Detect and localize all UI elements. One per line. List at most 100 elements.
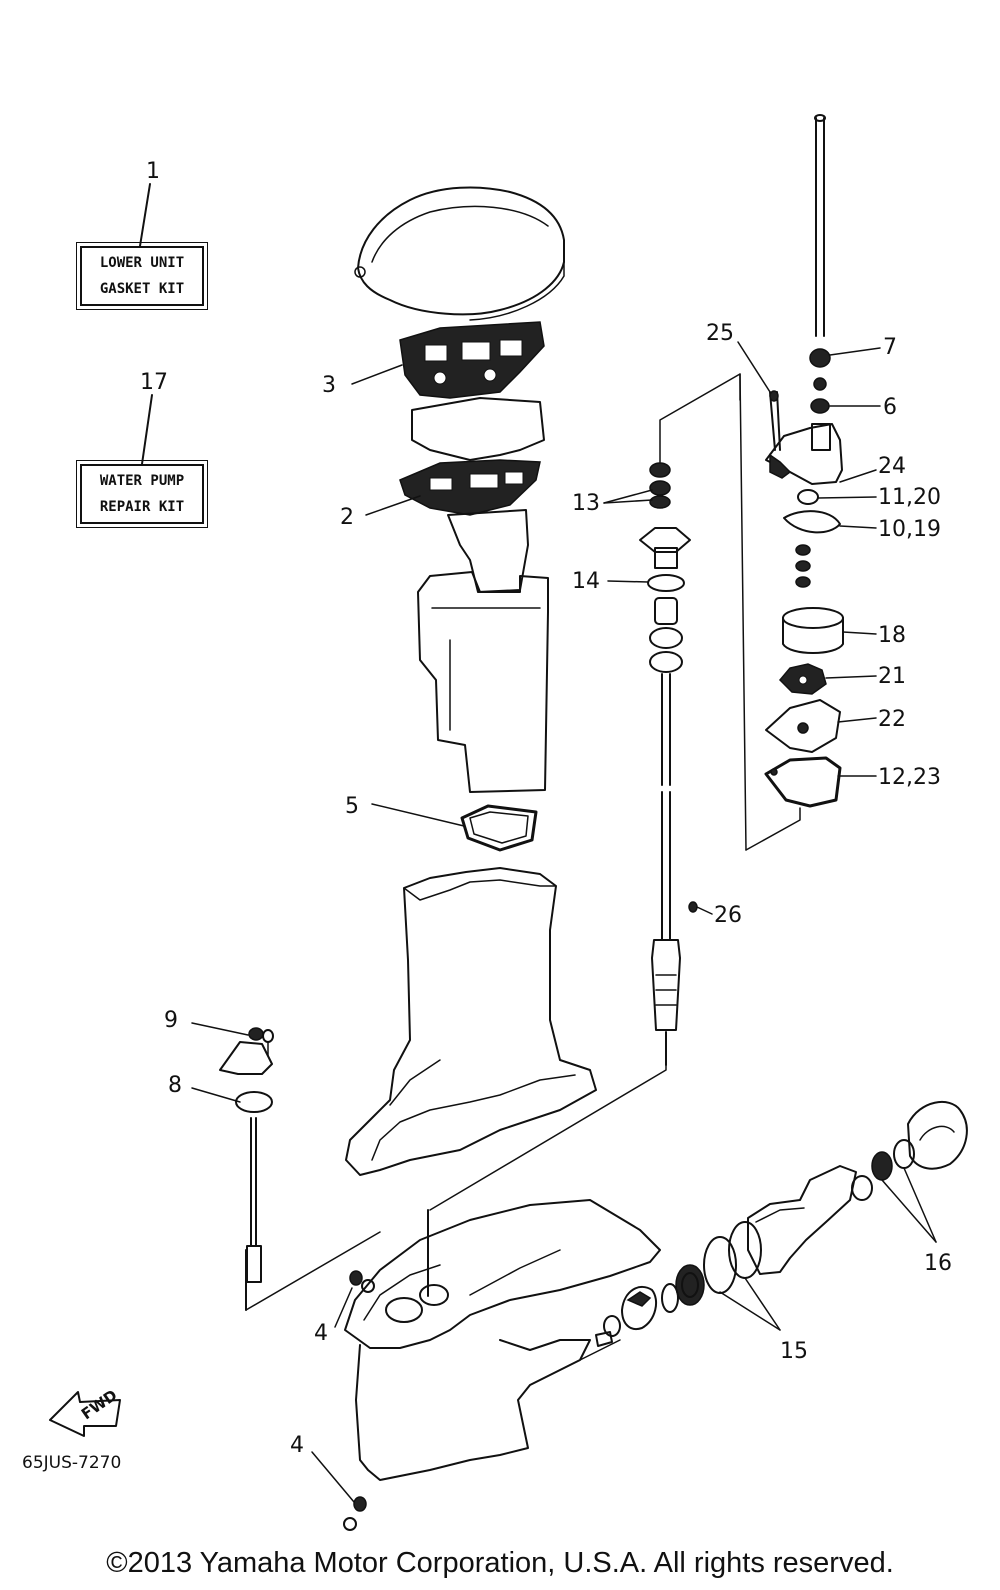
- callout-22: 22: [878, 707, 906, 732]
- callout-4: 4: [314, 1321, 328, 1346]
- callout-8: 8: [168, 1073, 182, 1098]
- water-tube: [814, 114, 826, 337]
- guide-line: [745, 807, 801, 851]
- guide-line: [245, 1231, 381, 1311]
- callout-2: 2: [340, 505, 354, 530]
- leader-line: [141, 394, 153, 465]
- grommet: [813, 377, 827, 391]
- pump-spacer: [795, 560, 811, 572]
- leader-line: [903, 1167, 937, 1243]
- callout-14: 14: [572, 569, 600, 594]
- seal-5: [460, 804, 538, 852]
- callout-11-20: 11,20: [878, 485, 941, 510]
- callout-5: 5: [345, 794, 359, 819]
- leader-line: [603, 489, 653, 504]
- leader-line: [139, 183, 151, 247]
- leader-line: [839, 525, 877, 529]
- upper-casing: [345, 867, 597, 1176]
- leader-line: [696, 906, 713, 915]
- kit-label-line: LOWER UNIT: [99, 255, 185, 271]
- insert-cartridge-10-19: [783, 510, 841, 534]
- impeller-housing-18: [782, 607, 844, 654]
- callout-10-19: 10,19: [878, 517, 941, 542]
- spacer-plate: [411, 397, 545, 461]
- leader-line: [719, 1291, 781, 1331]
- callout-26: 26: [714, 903, 742, 928]
- callout-3: 3: [322, 373, 336, 398]
- impeller-21: [778, 663, 827, 695]
- diagram-code: 65JUS-7270: [22, 1453, 122, 1473]
- kit-label-line: WATER PUMP: [99, 473, 185, 489]
- kit-label-line: GASKET KIT: [99, 281, 185, 297]
- callout-4: 4: [290, 1433, 304, 1458]
- callout-18: 18: [878, 623, 906, 648]
- prop-shaft-housing: [747, 1165, 857, 1275]
- leader-line: [817, 496, 877, 499]
- exhaust-guide: [447, 509, 529, 593]
- callout-12-23: 12,23: [878, 765, 941, 790]
- leader-line: [607, 580, 649, 583]
- leader-line: [365, 495, 421, 516]
- plug-4-upper: [349, 1270, 375, 1293]
- callout-16: 16: [924, 1251, 952, 1276]
- gasket-2: [399, 459, 541, 516]
- exhaust-muffler: [417, 571, 549, 793]
- kit-label-line: REPAIR KIT: [99, 499, 185, 515]
- leader-line: [737, 341, 771, 393]
- plug-4-lower: [343, 1496, 367, 1531]
- leader-line: [744, 1277, 781, 1331]
- lower-unit-gasket-kit-label: LOWER UNIT GASKET KIT: [76, 242, 208, 310]
- grommet-7: [809, 348, 831, 368]
- thrust-washer: [603, 1315, 621, 1337]
- guide-line: [739, 373, 747, 851]
- o-ring-11-20: [797, 489, 819, 505]
- callout-15: 15: [780, 1339, 808, 1364]
- leader-line: [334, 1287, 353, 1328]
- bevel-gear: [621, 1285, 658, 1330]
- water-pump-repair-kit-label: WATER PUMP REPAIR KIT: [76, 460, 208, 528]
- leader-line: [191, 1022, 249, 1036]
- leader-line: [603, 499, 653, 504]
- leader-line: [825, 675, 877, 679]
- callout-6: 6: [883, 395, 897, 420]
- lower-casing: [344, 1199, 661, 1481]
- callout-9: 9: [164, 1008, 178, 1033]
- outer-plate-22: [765, 699, 841, 753]
- drive-shaft: [639, 462, 698, 1066]
- leader-line: [829, 347, 881, 356]
- leader-line: [842, 631, 877, 635]
- leader-line: [191, 1087, 241, 1103]
- forward-arrow-icon: FWD: [49, 1386, 121, 1437]
- top-cover: [354, 186, 565, 321]
- leader-line: [371, 803, 465, 827]
- callout-17: 17: [140, 370, 168, 395]
- fwd-label: FWD: [78, 1386, 120, 1423]
- leader-line: [839, 469, 877, 483]
- copyright-notice: ©2013 Yamaha Motor Corporation, U.S.A. A…: [106, 1547, 894, 1579]
- leader-line: [837, 717, 877, 723]
- callout-25: 25: [706, 321, 734, 346]
- bearing-housing-cap: [907, 1101, 968, 1170]
- pump-housing: [765, 390, 843, 485]
- guide-line: [659, 373, 741, 463]
- seal-6: [810, 398, 830, 414]
- callout-1: 1: [146, 159, 160, 184]
- o-ring-8: [235, 1091, 273, 1113]
- exploded-view-drawing: 1 17: [49, 114, 968, 1531]
- callout-7: 7: [883, 335, 897, 360]
- gasket-12-23: [764, 756, 842, 808]
- leader-line: [881, 1179, 937, 1243]
- shift-rod: [245, 1117, 262, 1311]
- pump-spacer: [795, 576, 811, 588]
- callout-13: 13: [572, 491, 600, 516]
- guide-line: [429, 1064, 667, 1211]
- leader-line: [351, 364, 403, 385]
- leader-line: [311, 1451, 355, 1503]
- callout-24: 24: [878, 454, 906, 479]
- ball-bearing: [661, 1264, 705, 1313]
- pump-spacer: [795, 544, 811, 556]
- shift-rod-cover-9: [219, 1027, 274, 1075]
- gasket-3: [399, 321, 545, 399]
- callout-21: 21: [878, 664, 906, 689]
